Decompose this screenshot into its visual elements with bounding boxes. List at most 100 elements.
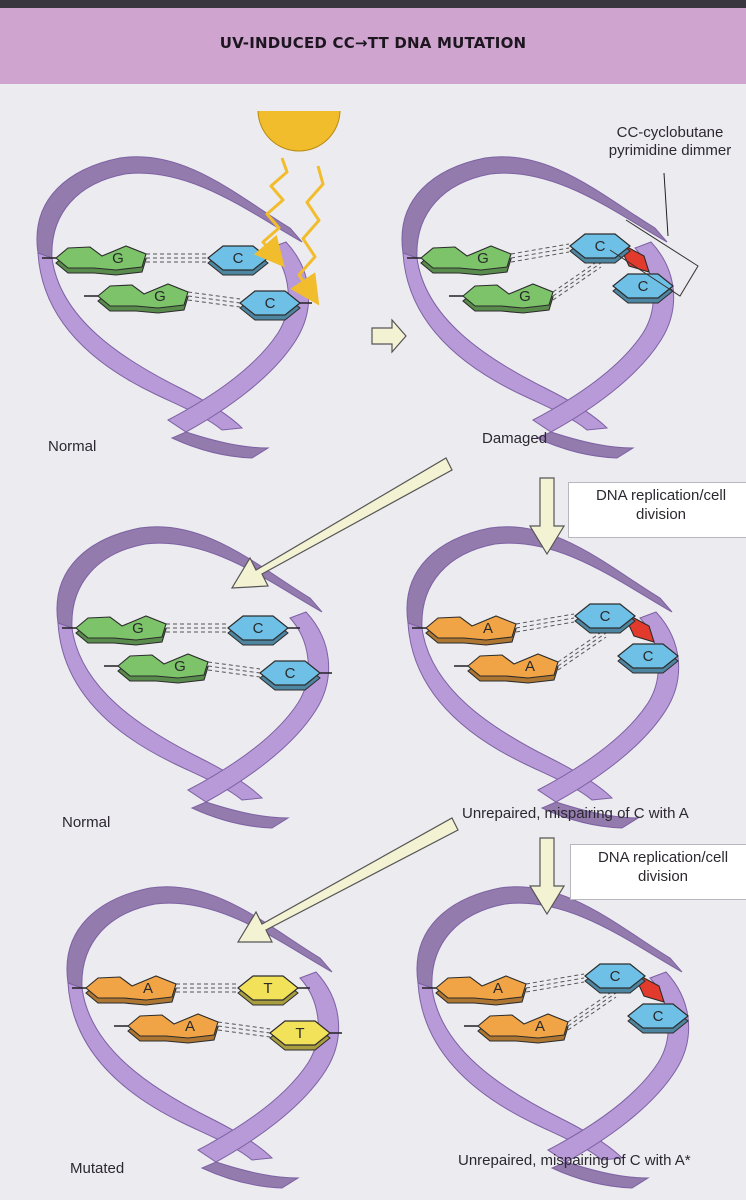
title-bar: UV-INDUCED CC→TT DNA MUTATION	[0, 8, 746, 84]
base-letter: G	[132, 620, 144, 637]
base-letter: T	[263, 980, 272, 997]
helix-strand-back	[416, 886, 683, 989]
base-letter: G	[477, 250, 489, 267]
hbond	[525, 973, 585, 993]
down-arrow-2	[528, 837, 566, 916]
base-letter: G	[112, 250, 124, 267]
panel-normal-mid-helix	[56, 526, 330, 829]
panel-normal-top-helix	[36, 156, 310, 459]
helix-strand-lower	[37, 252, 244, 431]
step-box-2-line1: DNA replication/cell	[597, 849, 729, 866]
label-normal-mid: Normal	[62, 814, 111, 831]
helix-strand-front	[167, 241, 310, 433]
base-t: T	[237, 975, 299, 1006]
helix-strand-front	[532, 241, 675, 433]
base-g: G	[62, 615, 167, 646]
down-arrow-1	[528, 477, 566, 556]
base-letter: G	[154, 288, 166, 305]
base-letter: C	[638, 278, 649, 295]
uv-ray	[253, 157, 289, 268]
panel-mispaired-mid: A A C C	[406, 526, 680, 829]
step-box-1-line2: division	[635, 506, 687, 523]
uv-source-mask	[254, 84, 346, 111]
base-letter: C	[610, 968, 621, 985]
base-a: A	[114, 1013, 219, 1044]
base-g: G	[84, 283, 189, 314]
base-c: C	[584, 963, 646, 994]
base-letter: A	[535, 1018, 545, 1035]
base-c: C	[239, 290, 301, 321]
step-box-1-line1: DNA replication/cell	[595, 487, 727, 504]
helix-strand-tail	[190, 801, 290, 829]
base-c: C	[574, 603, 636, 634]
hbond	[515, 613, 575, 633]
helix-strand-lower	[67, 982, 274, 1161]
base-a: A	[72, 975, 177, 1006]
base-letter: C	[233, 250, 244, 267]
helix-strand-lower	[402, 252, 609, 431]
helix-strand-lower	[407, 622, 614, 801]
base-letter: A	[185, 1018, 195, 1035]
hbond	[567, 988, 617, 1031]
label-mutated: Mutated	[70, 1160, 125, 1177]
helix-strand-front	[197, 971, 340, 1163]
helix-strand-lower	[417, 982, 624, 1161]
base-a: A	[412, 615, 517, 646]
base-g: G	[449, 283, 554, 314]
base-letter: C	[653, 1008, 664, 1025]
helix-strand-front	[537, 611, 680, 803]
base-c: C	[207, 245, 269, 276]
base-c: C	[627, 1003, 689, 1034]
step-box-2-line2: division	[637, 868, 689, 885]
base-a: A	[454, 653, 559, 684]
base-g: G	[407, 245, 512, 276]
base-letter: T	[295, 1025, 304, 1042]
hbond	[187, 291, 241, 308]
diagonal-arrow-2	[236, 817, 459, 943]
hbond	[510, 243, 570, 263]
dimer-callout-line2: pyrimidine dimmer	[608, 142, 732, 159]
uv-ray	[290, 165, 325, 306]
panel-mutated: A A T T	[66, 886, 342, 1189]
helix-strand-back	[36, 156, 303, 259]
base-g: G	[104, 653, 209, 684]
label-mispaired-bottom: Unrepaired, mispairing of C with A*	[458, 1152, 691, 1169]
base-letter: A	[483, 620, 493, 637]
panel-mispaired-bottom: AA C C	[416, 886, 690, 1189]
panel-mispaired-bottom-helix	[416, 886, 690, 1189]
figure-title: UV-INDUCED CC→TT DNA MUTATION	[219, 34, 527, 52]
step-box-1: DNA replication/cell division	[568, 482, 746, 538]
panel-normal-mid: G G C C	[56, 526, 332, 829]
panel-damaged: G G CC	[401, 156, 675, 459]
helix-strand-back	[401, 156, 668, 259]
base-letter: G	[519, 288, 531, 305]
base-letter: C	[253, 620, 264, 637]
helix-strand-tail	[535, 431, 635, 459]
hbond	[146, 253, 208, 263]
base-letter: A	[525, 658, 535, 675]
helix-strand-back	[406, 526, 673, 629]
dimer-callout: CC-cyclobutane pyrimidine dimmer	[580, 124, 746, 160]
base-c: C	[617, 643, 679, 674]
hbond	[552, 258, 602, 301]
base-t: T	[269, 1020, 331, 1051]
base-c: C	[569, 233, 631, 264]
dimer-callout-line	[663, 172, 669, 237]
label-mispaired-mid: Unrepaired, mispairing of C with A	[462, 805, 689, 822]
hbond	[176, 983, 238, 993]
base-letter: A	[143, 980, 153, 997]
base-c: C	[259, 660, 321, 691]
base-letter: G	[174, 658, 186, 675]
sun-uv-source-icon	[257, 109, 341, 152]
label-normal-top: Normal	[48, 438, 97, 455]
base-letter: C	[600, 608, 611, 625]
base-letter: C	[285, 665, 296, 682]
panel-damaged-helix	[401, 156, 675, 459]
base-a: A	[422, 975, 527, 1006]
base-c: C	[227, 615, 289, 646]
helix-strand-front	[547, 971, 690, 1163]
base-letter: C	[643, 648, 654, 665]
panel-mispaired-mid-helix	[406, 526, 680, 829]
label-damaged: Damaged	[482, 430, 548, 447]
